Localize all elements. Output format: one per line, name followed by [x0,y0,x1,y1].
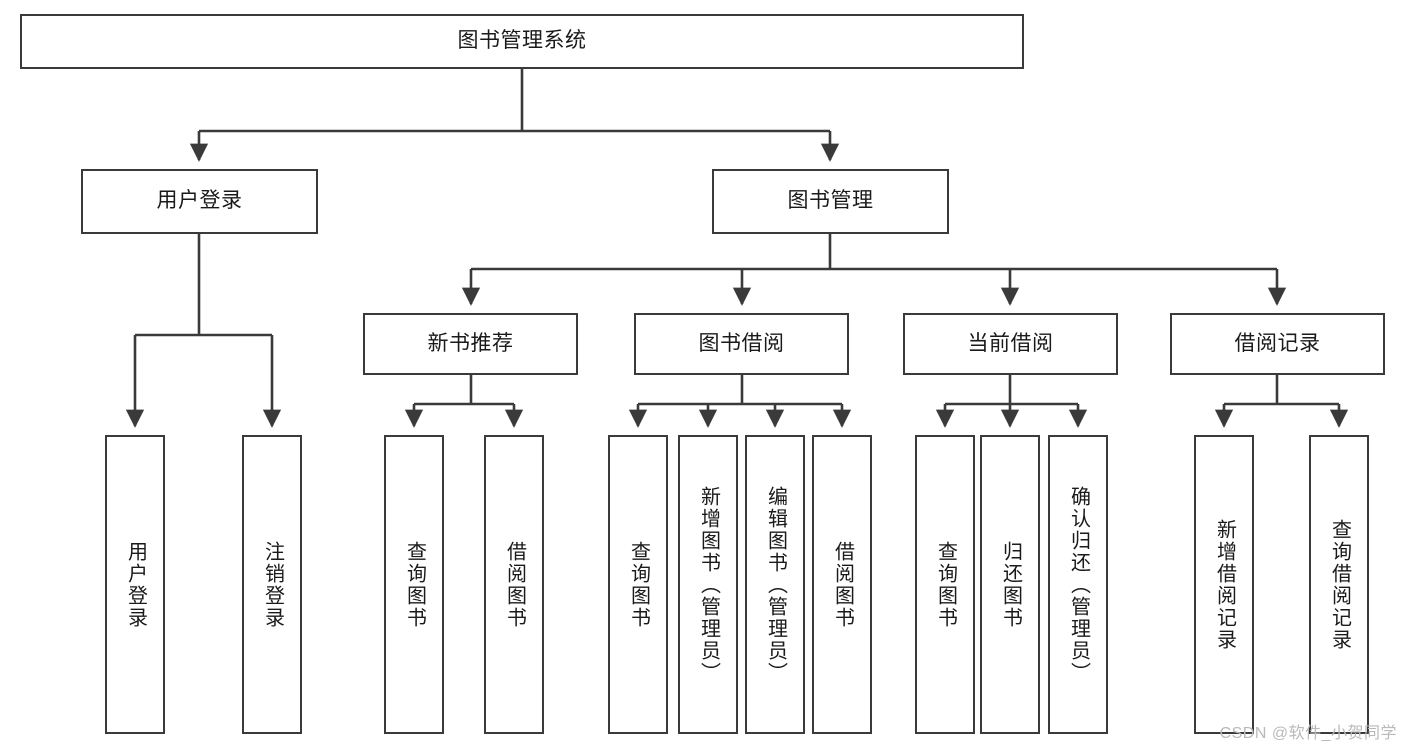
node-label: 图书借阅 [698,331,785,355]
node-book-management[interactable]: 图书管理 [712,169,949,234]
node-label: 编辑图书（管理员） [764,485,787,684]
node-borrow-record[interactable]: 借阅记录 [1170,313,1385,375]
node-label: 新书推荐 [427,331,514,355]
node-new-book-recommend[interactable]: 新书推荐 [363,313,578,375]
node-label: 当前借阅 [967,331,1054,355]
node-current-borrow[interactable]: 当前借阅 [903,313,1118,375]
node-label: 注销登录 [261,540,284,629]
node-label: 图书管理 [787,189,874,213]
node-label: 查询借阅记录 [1328,518,1351,651]
node-leaf-borrow-add-book[interactable]: 新增图书（管理员） [678,435,738,734]
node-label: 借阅图书 [503,540,526,629]
node-label: 用户登录 [156,189,243,213]
node-leaf-current-return-book[interactable]: 归还图书 [980,435,1040,734]
node-label: 新增图书（管理员） [697,485,720,684]
node-label: 归还图书 [999,540,1022,629]
node-leaf-borrow-edit-book[interactable]: 编辑图书（管理员） [745,435,805,734]
node-leaf-current-confirm-return[interactable]: 确认归还（管理员） [1048,435,1108,734]
node-leaf-recommend-borrow-book[interactable]: 借阅图书 [484,435,544,734]
node-label: 新增借阅记录 [1213,518,1236,651]
node-label: 借阅记录 [1234,331,1321,355]
node-book-borrow[interactable]: 图书借阅 [634,313,849,375]
watermark-text: CSDN @软件_小贺同学 [1219,725,1397,742]
node-user-login[interactable]: 用户登录 [81,169,318,234]
node-leaf-borrow-query-book[interactable]: 查询图书 [608,435,668,734]
node-leaf-borrow-borrow-book[interactable]: 借阅图书 [812,435,872,734]
node-leaf-user-logout[interactable]: 注销登录 [242,435,302,734]
node-label: 图书管理系统 [457,29,587,53]
node-leaf-record-add[interactable]: 新增借阅记录 [1194,435,1254,734]
node-label: 查询图书 [934,540,957,629]
node-label: 确认归还（管理员） [1067,485,1090,684]
node-label: 查询图书 [627,540,650,629]
node-label: 查询图书 [403,540,426,629]
node-leaf-record-query[interactable]: 查询借阅记录 [1309,435,1369,734]
node-leaf-user-login[interactable]: 用户登录 [105,435,165,734]
node-leaf-current-query-book[interactable]: 查询图书 [915,435,975,734]
node-leaf-recommend-query-book[interactable]: 查询图书 [384,435,444,734]
node-root-system[interactable]: 图书管理系统 [20,14,1024,69]
node-label: 用户登录 [124,540,147,629]
node-label: 借阅图书 [831,540,854,629]
